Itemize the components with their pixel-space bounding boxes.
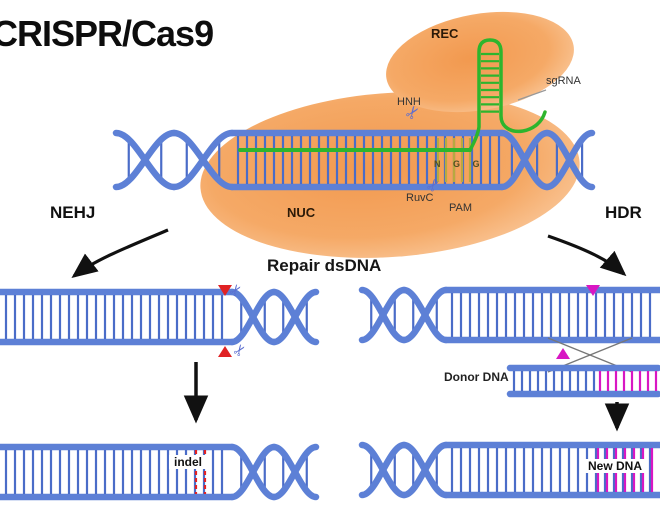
cut-dna-left-strands (0, 288, 236, 346)
cut-dna-left-rungs (4, 295, 224, 339)
new-dna-strands (442, 441, 660, 499)
pam-sequence: N G G (434, 159, 485, 169)
pam-rungs (436, 138, 472, 182)
cut-marker-bottom-right (556, 348, 570, 359)
hdr-label: HDR (605, 203, 642, 222)
rec-label: REC (431, 26, 459, 41)
repaired-dna-indel (0, 443, 320, 501)
new-dna-rungs-blue (450, 448, 652, 492)
page-title: CRISPR/Cas9 (0, 13, 214, 54)
donor-dna (506, 364, 660, 398)
cut-marker-top-right (586, 285, 600, 296)
top-dna-strands (228, 129, 506, 191)
nehj-label: NEHJ (50, 203, 96, 222)
cut-dna-right-helix (358, 286, 450, 344)
nehj-pathway-arrow (71, 228, 169, 278)
nuc-label: NUC (287, 205, 316, 220)
ruvc-label: RuvC (406, 192, 434, 204)
cut-marker-top-left (218, 285, 232, 296)
sgrna-hairpin (468, 38, 547, 152)
cut-dna-right (358, 285, 660, 373)
cut-dna-left (0, 285, 320, 357)
indel-dna-strands (0, 443, 236, 501)
hdr-pathway-arrow (547, 234, 627, 277)
pam-label: PAM (449, 202, 473, 214)
cut-dna-right-rungs (450, 293, 652, 337)
sgrna-hairpin-rungs (481, 52, 499, 113)
donor-dna-label: Donor DNA (444, 370, 509, 384)
donor-dna-rungs-blue (512, 371, 596, 391)
indel-dna-helix (228, 443, 320, 501)
new-dna-helix (358, 441, 450, 499)
sgrna-pointer-line (517, 89, 547, 101)
sgrna-label: sgRNA (546, 75, 581, 87)
donor-dna-rungs-magenta (598, 371, 658, 391)
top-dna-left-helix (112, 129, 236, 191)
cut-marker-bottom-left (218, 346, 232, 357)
donor-dna-strands (506, 364, 660, 398)
cut-dna-left-helix (228, 288, 320, 346)
repair-dsdna-label: Repair dsDNA (267, 256, 382, 275)
top-dna (112, 129, 596, 191)
sgrna-strand (238, 38, 547, 152)
repaired-dna-new (358, 441, 660, 499)
hnh-label: HNH (397, 96, 421, 108)
top-dna-right-helix (498, 129, 596, 191)
indel-label: indel (169, 455, 208, 469)
new-dna-label: New DNA (583, 459, 648, 473)
